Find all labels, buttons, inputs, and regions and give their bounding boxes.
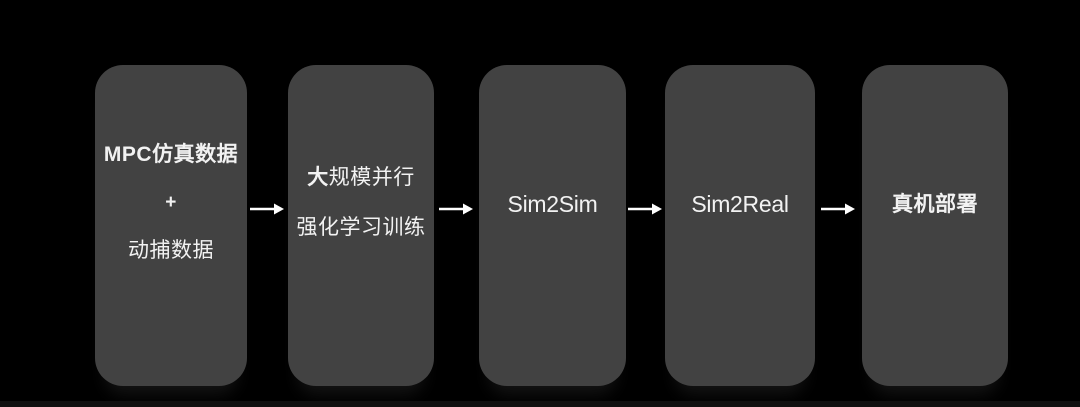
- flow-node-sim2sim: Sim2Sim: [479, 65, 626, 386]
- node-label-line: 大规模并行: [307, 166, 415, 189]
- flow-node-parallel-rl-training: 大规模并行 强化学习训练: [288, 65, 434, 386]
- node-label-line: Sim2Sim: [507, 190, 598, 217]
- plus-operator: +: [165, 192, 177, 213]
- node-label-line: 动捕数据: [128, 239, 214, 262]
- arrow-right-icon: [628, 203, 662, 215]
- node-label-line: MPC仿真数据: [103, 143, 239, 166]
- flow-node-real-robot-deployment: 真机部署: [862, 65, 1008, 386]
- node-label-line: 真机部署: [892, 192, 978, 216]
- node-label-line: 强化学习训练: [296, 216, 426, 239]
- flow-node-training-data: MPC仿真数据 + 动捕数据: [95, 65, 247, 386]
- flow-node-sim2real: Sim2Real: [665, 65, 815, 386]
- arrow-right-icon: [250, 203, 284, 215]
- bottom-edge-band: [0, 401, 1080, 407]
- node-label-line: Sim2Real: [691, 190, 789, 217]
- arrow-right-icon: [821, 203, 855, 215]
- arrow-right-icon: [439, 203, 473, 215]
